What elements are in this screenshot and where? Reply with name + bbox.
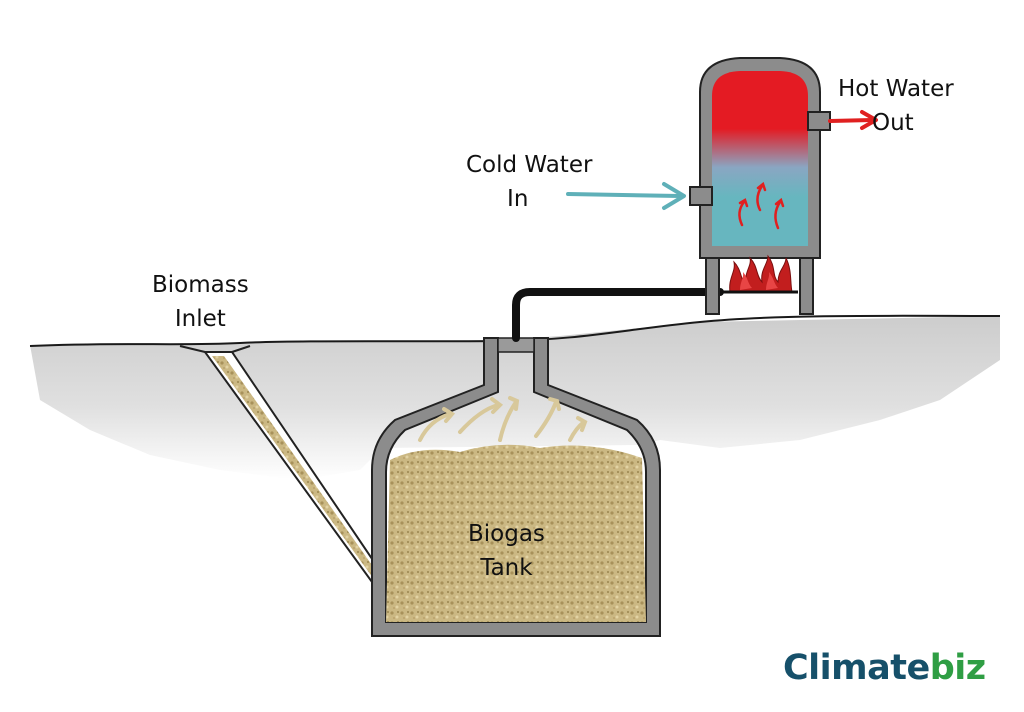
cold-water-in-label-line2: In <box>507 186 529 212</box>
gas-bubble-arrows <box>418 396 588 442</box>
logo-text-biz: biz <box>929 648 986 688</box>
gas-pipe <box>512 288 724 342</box>
burner-flame <box>722 254 798 294</box>
cold-water-in-label-line1: Cold Water <box>466 152 593 178</box>
heat-rise-arrows <box>738 181 785 230</box>
biogas-tank <box>371 337 661 637</box>
biogas-tank-label-line1: Biogas <box>468 521 545 547</box>
cold-water-in-label: Cold Water In <box>466 148 592 216</box>
hot-water-outlet <box>807 111 831 131</box>
water-heater <box>689 57 831 315</box>
cold-water-in-arrow <box>566 182 686 210</box>
biomass-inlet-label: Biomass Inlet <box>152 268 249 336</box>
heater-water <box>712 71 808 246</box>
biomass-inlet-label-line2: Inlet <box>174 306 226 332</box>
hot-water-out-label: Hot Water Out <box>838 72 954 140</box>
biogas-tank-label: Biogas Tank <box>468 517 545 585</box>
hot-water-out-label-line2: Out <box>871 110 914 136</box>
hot-water-out-arrow <box>828 110 878 130</box>
cold-water-inlet <box>689 186 713 206</box>
logo-text-climate: Climate <box>783 648 930 688</box>
hot-water-out-label-line1: Hot Water <box>838 76 954 102</box>
biogas-tank-label-line2: Tank <box>480 555 533 581</box>
climatebiz-logo: Climatebiz <box>783 648 986 688</box>
biomass-inlet-label-line1: Biomass <box>152 272 249 298</box>
